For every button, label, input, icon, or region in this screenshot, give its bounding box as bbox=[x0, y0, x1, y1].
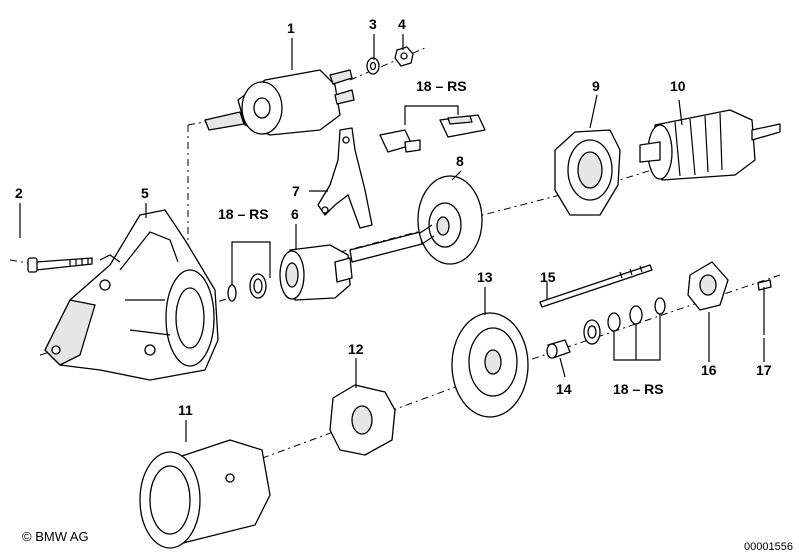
callout-10: 10 bbox=[670, 78, 686, 94]
part-2-through-bolt bbox=[27, 257, 93, 273]
part-9-field-ring bbox=[554, 129, 621, 216]
part-17-screw bbox=[757, 279, 772, 335]
callout-1: 1 bbox=[287, 20, 295, 36]
callout-17: 17 bbox=[756, 362, 772, 378]
part-7-engaging-lever bbox=[317, 127, 373, 229]
callout-6: 6 bbox=[291, 206, 299, 222]
leader-lines bbox=[19, 34, 765, 442]
callout-15: 15 bbox=[540, 269, 556, 285]
callout-7: 7 bbox=[292, 183, 300, 199]
part-18-rs-ring-set-rear bbox=[583, 297, 666, 361]
callout-16: 16 bbox=[701, 362, 717, 378]
part-18-rs-brush-set bbox=[379, 105, 486, 153]
copyright-notice: © BMW AG bbox=[22, 529, 89, 544]
callout-13: 13 bbox=[477, 269, 493, 285]
part-15-tie-rod bbox=[539, 264, 653, 308]
screw-axis-line bbox=[349, 47, 426, 81]
callout-11: 11 bbox=[178, 402, 193, 418]
callout-4: 4 bbox=[398, 16, 406, 32]
callout-5: 5 bbox=[141, 185, 149, 201]
callout-18-rs-low: 18 – RS bbox=[613, 381, 664, 397]
part-8-intermediate-bearing bbox=[349, 175, 483, 265]
callout-18-rs-top: 18 – RS bbox=[416, 78, 467, 94]
part-4-nut bbox=[394, 46, 414, 67]
document-number: 00001556 bbox=[744, 541, 793, 553]
part-11-pole-housing bbox=[139, 439, 271, 549]
callout-14: 14 bbox=[556, 381, 572, 397]
callout-2: 2 bbox=[15, 185, 23, 201]
callout-12: 12 bbox=[348, 341, 364, 357]
part-10-armature bbox=[639, 109, 781, 181]
part-3-washer bbox=[366, 57, 380, 75]
callout-8: 8 bbox=[456, 153, 464, 169]
part-14-bushing bbox=[546, 339, 571, 359]
callout-3: 3 bbox=[369, 16, 377, 32]
part-1-solenoid-switch bbox=[204, 69, 355, 136]
callout-9: 9 bbox=[592, 78, 600, 94]
solenoid-link-line bbox=[187, 119, 216, 245]
callout-18-rs-mid: 18 – RS bbox=[218, 206, 269, 222]
part-12-brush-holder bbox=[329, 384, 396, 456]
axis-line-bolt bbox=[9, 259, 41, 266]
part-13-commutator-end-cover bbox=[451, 312, 529, 418]
part-18-rs-ring-set-front bbox=[227, 241, 271, 302]
part-5-drive-end-housing bbox=[44, 209, 219, 381]
part-6-pinion-drive bbox=[279, 244, 353, 301]
part-16-bearing-cap bbox=[687, 261, 729, 311]
